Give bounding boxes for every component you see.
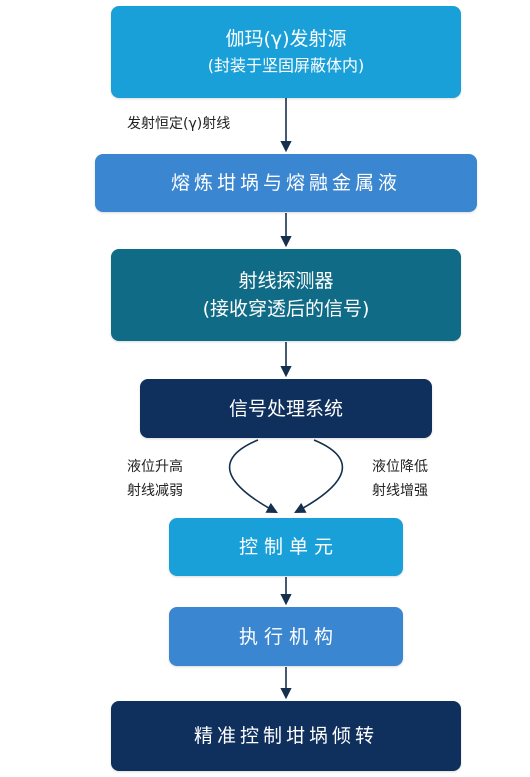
actuator-node: 执 行 机 构: [169, 607, 403, 666]
detector-node: 射线探测器 (接收穿透后的信号): [111, 249, 461, 341]
source-subtitle: (封装于坚固屏蔽体内): [207, 56, 365, 75]
edge-label-emit: 发射恒定(γ)射线: [127, 116, 231, 132]
left-branch-line2: 射线减弱: [127, 483, 183, 499]
processor-title: 信号处理系统: [228, 397, 343, 420]
arrow-left-branch: [228, 439, 278, 514]
processor-node: 信号处理系统: [140, 379, 432, 438]
arrow-right-branch: [294, 439, 344, 514]
crucible-node: 熔炼坩埚与熔融金属液: [95, 154, 477, 212]
detector-title: 射线探测器: [238, 270, 334, 292]
actuator-title: 执 行 机 构: [238, 625, 334, 648]
controller-title: 控 制 单 元: [238, 536, 334, 558]
left-branch-line1: 液位升高: [127, 459, 183, 475]
edge-label-left-branch: 液位升高 射线减弱: [127, 455, 183, 503]
detector-subtitle: (接收穿透后的信号): [202, 298, 370, 320]
crucible-title: 熔炼坩埚与熔融金属液: [170, 172, 401, 194]
result-node: 精准控制坩埚倾转: [111, 701, 461, 771]
right-branch-line1: 液位降低: [372, 459, 428, 475]
source-title: 伽玛(γ)发射源: [225, 28, 347, 50]
controller-node: 控 制 单 元: [169, 518, 403, 576]
result-title: 精准控制坩埚倾转: [193, 725, 378, 747]
source-node: 伽玛(γ)发射源 (封装于坚固屏蔽体内): [111, 6, 461, 98]
edge-label-right-branch: 液位降低 射线增强: [372, 455, 428, 503]
right-branch-line2: 射线增强: [372, 483, 428, 499]
